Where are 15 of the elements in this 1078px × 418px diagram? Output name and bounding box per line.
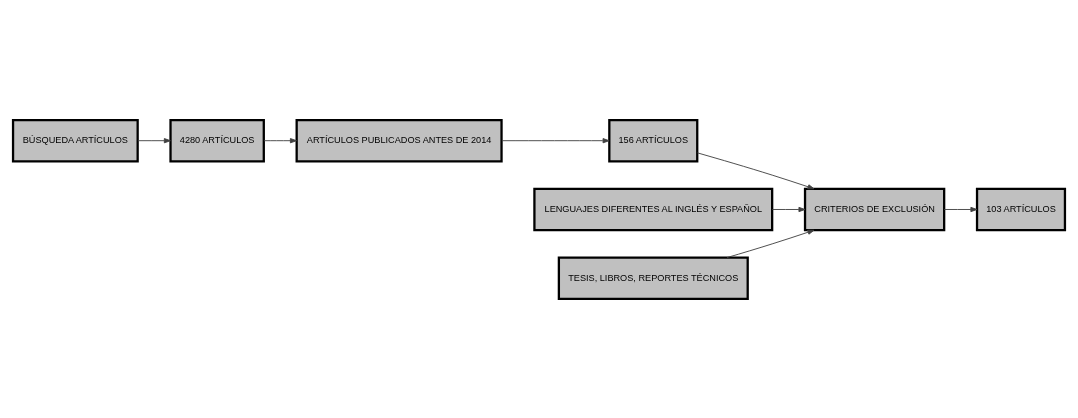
arrow xyxy=(726,229,815,258)
node-box: ARTÍCULOS PUBLICADOS ANTES DE 2014 xyxy=(295,118,503,162)
node-box: BÚSQUEDA ARTÍCULOS xyxy=(11,118,139,162)
node-box: 4280 ARTÍCULOS xyxy=(169,118,265,162)
arrow xyxy=(943,206,978,212)
node-box: LENGUAJES DIFERENTES AL INGLÉS Y ESPAÑOL xyxy=(533,187,774,231)
arrow xyxy=(501,137,610,143)
arrow xyxy=(696,151,815,189)
node-box: 156 ARTÍCULOS xyxy=(608,118,699,162)
node-box: 103 ARTÍCULOS xyxy=(975,187,1067,231)
arrow xyxy=(137,137,171,143)
node-box: CRITERIOS DE EXCLUSIÓN xyxy=(803,187,946,231)
node-box: TESIS, LIBROS, REPORTES TÉCNICOS xyxy=(557,256,749,300)
arrow xyxy=(771,206,806,212)
arrow xyxy=(263,137,297,143)
